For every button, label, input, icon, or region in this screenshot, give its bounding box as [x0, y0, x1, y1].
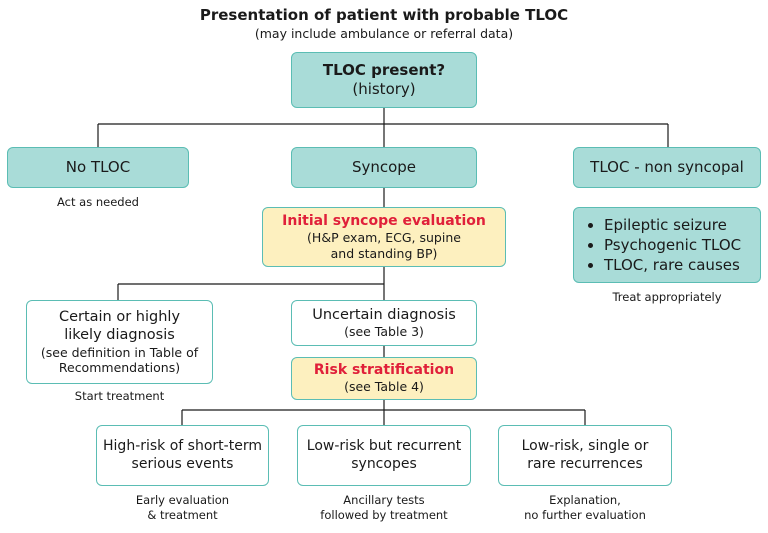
high-risk-note-line1: Early evaluation [135, 493, 230, 507]
low-risk-single-note-line2: no further evaluation [524, 507, 646, 522]
initial-evaluation-title: Initial syncope evaluation [282, 212, 486, 229]
certain-diagnosis-line4: Recommendations) [58, 360, 181, 376]
high-risk-note: Early evaluation & treatment [96, 493, 269, 523]
list-item: Epileptic seizure [604, 215, 741, 235]
certain-diagnosis-box: Certain or highly likely diagnosis (see … [26, 300, 213, 384]
initial-evaluation-box: Initial syncope evaluation (H&P exam, EC… [262, 207, 506, 267]
low-risk-recurrent-note-line2: followed by treatment [320, 507, 448, 522]
uncertain-diagnosis-label: Uncertain diagnosis [312, 307, 456, 324]
low-risk-single-line1: Low-risk, single or [521, 438, 649, 454]
tloc-present-sublabel: (history) [352, 80, 416, 98]
risk-stratification-ref: (see Table 4) [344, 379, 424, 395]
risk-stratification-title: Risk stratification [313, 361, 455, 378]
low-risk-recurrent-box: Low-risk but recurrent syncopes [297, 425, 471, 486]
low-risk-single-line2: rare recurrences [527, 455, 643, 472]
low-risk-recurrent-line1: Low-risk but recurrent [306, 438, 462, 454]
certain-diagnosis-line3: (see definition in Table of [40, 344, 199, 360]
tloc-non-syncopal-label: TLOC - non syncopal [590, 158, 744, 177]
low-risk-recurrent-note: Ancillary tests followed by treatment [297, 493, 471, 523]
low-risk-recurrent-line2: syncopes [351, 455, 417, 472]
tloc-present-label: TLOC present? [322, 61, 446, 80]
non-syncopal-note: Treat appropriately [612, 290, 722, 304]
high-risk-line2: serious events [131, 455, 234, 472]
tloc-non-syncopal-box: TLOC - non syncopal [573, 147, 761, 188]
list-item: Psychogenic TLOC [604, 235, 741, 255]
low-risk-recurrent-note-line1: Ancillary tests [343, 493, 425, 507]
certain-diagnosis-line1: Certain or highly [58, 309, 181, 326]
low-risk-single-note: Explanation, no further evaluation [498, 493, 672, 523]
diagram-title: Presentation of patient with probable TL… [199, 6, 569, 24]
uncertain-diagnosis-box: Uncertain diagnosis (see Table 3) [291, 300, 477, 346]
non-syncopal-causes-box: Epileptic seizure Psychogenic TLOC TLOC,… [573, 207, 761, 283]
diagram-subtitle: (may include ambulance or referral data) [254, 26, 514, 41]
tloc-present-box: TLOC present? (history) [291, 52, 477, 108]
high-risk-line1: High-risk of short-term [103, 438, 262, 454]
low-risk-single-note-line1: Explanation, [549, 493, 621, 507]
high-risk-note-line2: & treatment [147, 507, 218, 522]
uncertain-diagnosis-ref: (see Table 3) [344, 324, 424, 340]
no-tloc-note: Act as needed [57, 195, 139, 209]
low-risk-single-box: Low-risk, single or rare recurrences [498, 425, 672, 486]
high-risk-box: High-risk of short-term serious events [96, 425, 269, 486]
no-tloc-box: No TLOC [7, 147, 189, 188]
initial-evaluation-detail-2: and standing BP) [330, 245, 438, 261]
risk-stratification-box: Risk stratification (see Table 4) [291, 357, 477, 400]
non-syncopal-causes-list: Epileptic seizure Psychogenic TLOC TLOC,… [586, 215, 741, 276]
syncope-label: Syncope [351, 158, 417, 177]
list-item: TLOC, rare causes [604, 255, 741, 275]
no-tloc-label: No TLOC [65, 158, 131, 177]
certain-diagnosis-line2: likely diagnosis [64, 327, 175, 344]
certain-diagnosis-note: Start treatment [74, 389, 165, 403]
syncope-box: Syncope [291, 147, 477, 188]
initial-evaluation-detail-1: (H&P exam, ECG, supine [307, 230, 461, 246]
